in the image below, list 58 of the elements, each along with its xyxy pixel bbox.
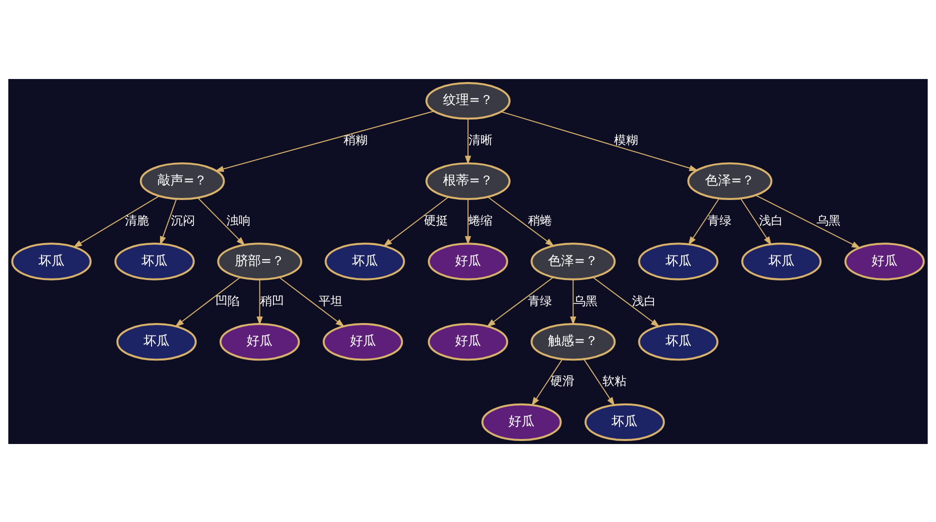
arrow (570, 278, 576, 325)
edge-label: 模糊 (614, 132, 638, 147)
node-ellipse: 脐部=？ (217, 242, 302, 280)
edge-label: 清脆 (125, 212, 150, 227)
arrow (256, 278, 263, 325)
node-ellipse: 好瓜 (220, 322, 300, 360)
arrow (755, 194, 861, 248)
node-ellipse: 好瓜 (481, 402, 562, 441)
arrow (464, 118, 472, 164)
arrow (174, 276, 240, 326)
arrow (160, 198, 177, 245)
arrow (487, 196, 554, 246)
node-ellipse: 坏瓜 (584, 402, 665, 441)
edge-label: 浊响 (226, 212, 250, 227)
node-ellipse: 好瓜 (428, 322, 508, 360)
arrow (740, 198, 772, 245)
edge-label: 青绿 (707, 212, 732, 227)
arrow (486, 276, 554, 327)
edge-label: 软粘 (602, 374, 626, 388)
edge-label: 浅白 (759, 212, 784, 227)
arrow (688, 198, 720, 245)
arrow (592, 276, 660, 327)
node-ellipse: 触感=？ (530, 322, 616, 360)
edge-label: 乌黑 (574, 293, 598, 308)
edge-label: 凹陷 (215, 293, 240, 308)
arrow (464, 198, 472, 245)
arrow (531, 358, 563, 406)
node-ellipse: 色泽=？ (530, 242, 616, 280)
node-ellipse: 坏瓜 (741, 242, 822, 280)
edge-label: 青绿 (528, 293, 552, 308)
arrow (214, 110, 435, 172)
edge-label: 硬挺 (424, 212, 448, 227)
node-ellipse: 坏瓜 (11, 242, 92, 280)
edge-label: 蜷缩 (468, 212, 492, 227)
edge-label: 沉闷 (170, 212, 195, 227)
edge-label: 浅白 (632, 293, 656, 308)
node-ellipse: 坏瓜 (638, 242, 718, 280)
edge-label: 乌黑 (816, 212, 841, 227)
arrow (584, 358, 615, 406)
node-ellipse: 纹理=？ (425, 81, 511, 120)
edge-label: 平坦 (318, 293, 343, 308)
node-ellipse: 坏瓜 (114, 242, 195, 280)
edge-label: 稍糊 (343, 132, 368, 147)
node-ellipse: 坏瓜 (116, 322, 197, 360)
node-ellipse: 好瓜 (428, 242, 508, 280)
edge-label: 稍凹 (260, 293, 284, 308)
arrow (383, 196, 449, 246)
node-ellipse: 根蒂=？ (425, 162, 511, 200)
arrow (73, 194, 160, 248)
arrow (279, 276, 345, 326)
node-ellipse: 好瓜 (322, 322, 404, 360)
edge-label: 稍蜷 (528, 212, 552, 227)
edge-label: 清晰 (468, 132, 492, 147)
edge-label: 硬滑 (550, 374, 575, 388)
node-ellipse: 坏瓜 (638, 322, 718, 360)
arrow (500, 110, 698, 171)
arrow (198, 197, 246, 246)
node-ellipse: 坏瓜 (324, 242, 406, 280)
